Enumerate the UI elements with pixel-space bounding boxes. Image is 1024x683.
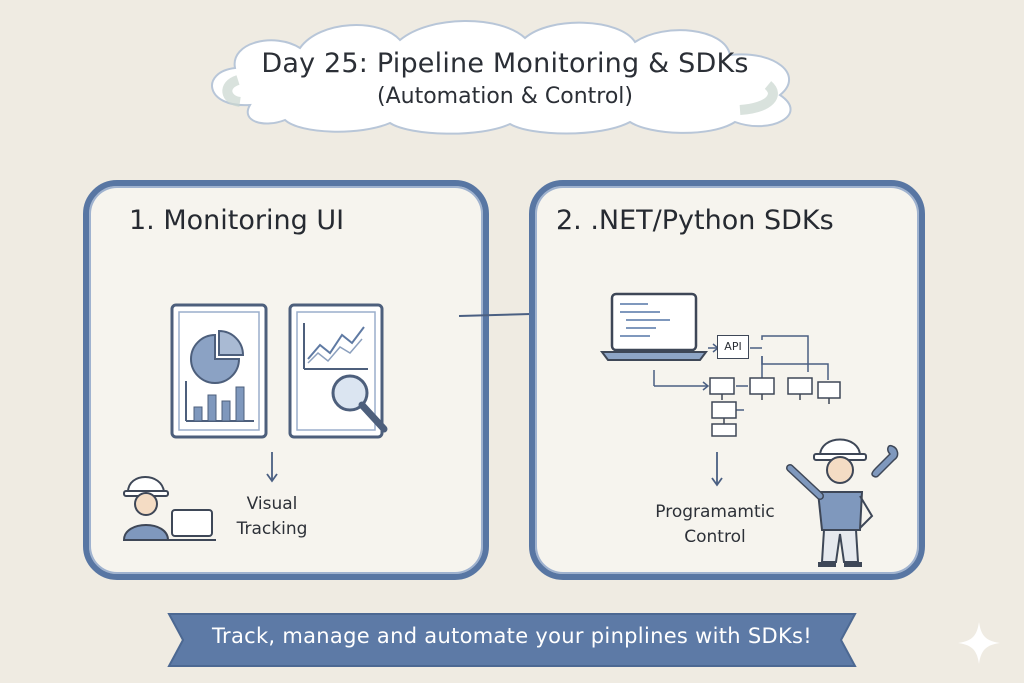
down-arrow-icon <box>711 452 723 487</box>
caption-line: Visual <box>246 494 298 514</box>
title-cloud-shape <box>211 20 792 135</box>
page-title: Day 25: Pipeline Monitoring & SDKs <box>261 48 749 79</box>
analytics-magnifier-icon <box>288 303 388 439</box>
sparkle-icon <box>958 622 1000 664</box>
api-network-diagram <box>653 335 841 437</box>
programmatic-control-label: Programamtic Control <box>640 500 790 550</box>
slogan-text: Track, manage and automate your pinpline… <box>211 624 812 648</box>
engineer-laptop-icon <box>122 476 216 541</box>
visual-tracking-label: Visual Tracking <box>222 492 322 542</box>
caption-line: Programamtic <box>655 502 775 522</box>
page-subtitle: (Automation & Control) <box>377 84 633 109</box>
dashboard-pie-bar-icon <box>170 303 268 439</box>
caption-line: Control <box>684 527 746 547</box>
engineer-pointing-icon <box>786 438 874 567</box>
sdk-heading: 2. .NET/Python SDKs <box>556 205 834 236</box>
slogan-banner-shape <box>167 613 857 667</box>
caption-line: Tracking <box>236 519 308 539</box>
wrench-icon <box>871 444 899 478</box>
down-arrow-icon <box>266 452 278 483</box>
api-label: API <box>717 335 749 359</box>
title-block: Day 25: Pipeline Monitoring & SDKs (Auto… <box>180 48 830 112</box>
code-laptop-icon <box>600 292 708 361</box>
monitoring-ui-heading: 1. Monitoring UI <box>129 205 345 236</box>
